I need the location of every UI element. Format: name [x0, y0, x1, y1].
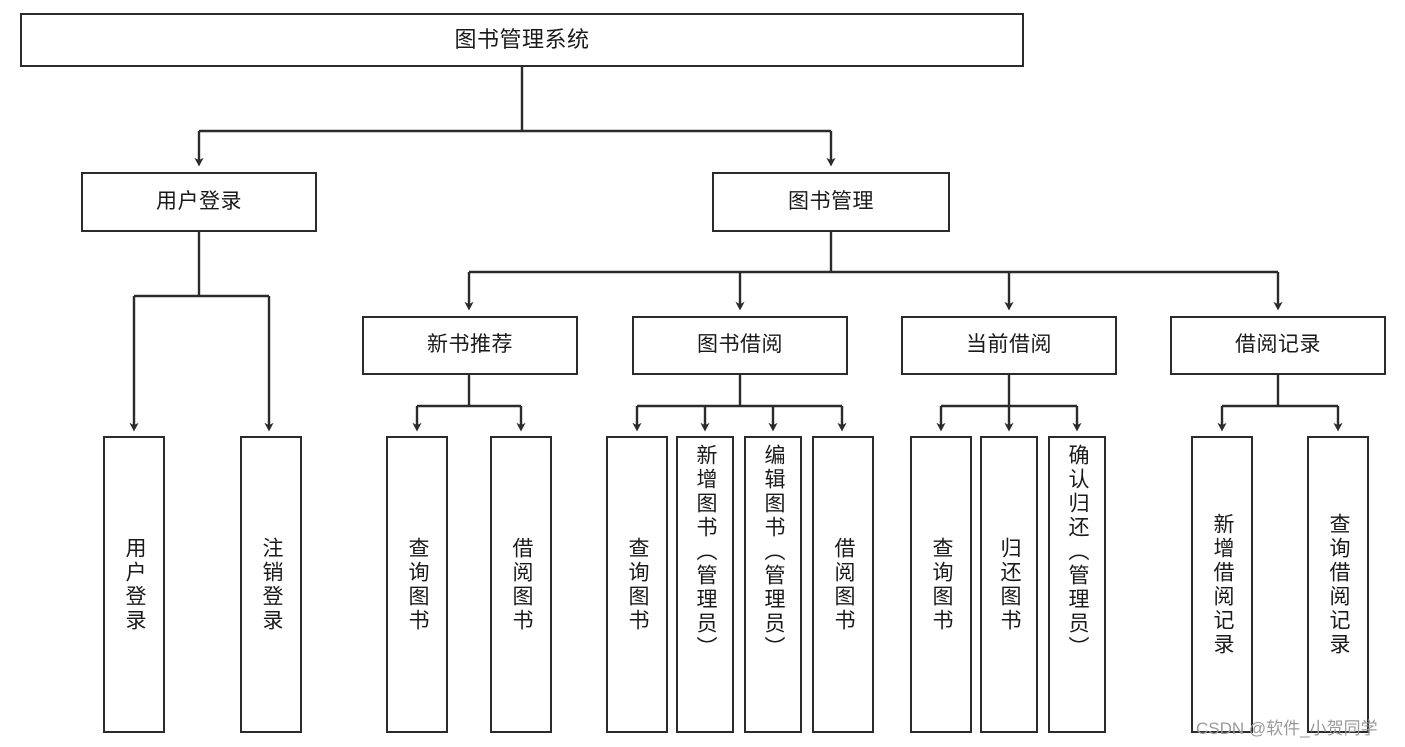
- node-label: 借阅记录: [1235, 333, 1321, 357]
- leaf-edit-book-admin[interactable]: 编辑图书（管理员）: [744, 436, 802, 733]
- node-label: 查询图书: [626, 536, 650, 633]
- node-label: 用户登录: [123, 536, 147, 633]
- leaf-query-book-borrow[interactable]: 查询图书: [606, 436, 668, 733]
- leaf-logout[interactable]: 注销登录: [240, 436, 302, 733]
- node-label: 新增图书（管理员）: [694, 444, 718, 660]
- node-label: 当前借阅: [966, 333, 1052, 357]
- leaf-confirm-return-admin[interactable]: 确认归还（管理员）: [1048, 436, 1106, 733]
- node-current-borrowing[interactable]: 当前借阅: [901, 316, 1117, 375]
- node-label: 图书借阅: [697, 333, 783, 357]
- leaf-add-book-admin[interactable]: 新增图书（管理员）: [676, 436, 734, 733]
- node-label: 借阅图书: [510, 536, 534, 633]
- node-book-management[interactable]: 图书管理: [712, 172, 950, 232]
- leaf-query-borrow-record[interactable]: 查询借阅记录: [1307, 436, 1369, 733]
- node-label: 编辑图书（管理员）: [762, 444, 786, 660]
- leaf-borrow-book-recommend[interactable]: 借阅图书: [490, 436, 552, 733]
- node-book-borrowing[interactable]: 图书借阅: [632, 316, 848, 375]
- node-borrowing-record[interactable]: 借阅记录: [1170, 316, 1386, 375]
- leaf-borrow-book[interactable]: 借阅图书: [812, 436, 874, 733]
- leaf-user-login[interactable]: 用户登录: [103, 436, 165, 733]
- node-label: 查询图书: [930, 536, 954, 633]
- leaf-add-borrow-record[interactable]: 新增借阅记录: [1191, 436, 1253, 733]
- node-label: 借阅图书: [832, 536, 856, 633]
- node-label: 新增借阅记录: [1211, 512, 1235, 657]
- node-label: 归还图书: [998, 536, 1022, 633]
- node-label: 用户登录: [156, 189, 242, 213]
- node-label: 新书推荐: [427, 333, 513, 357]
- node-label: 查询图书: [406, 536, 430, 633]
- node-new-book-recommendation[interactable]: 新书推荐: [362, 316, 578, 375]
- node-label: 图书管理: [788, 189, 874, 213]
- leaf-query-book-current[interactable]: 查询图书: [910, 436, 972, 733]
- node-book-management-system[interactable]: 图书管理系统: [20, 13, 1024, 67]
- node-label: 注销登录: [260, 536, 284, 633]
- leaf-query-book-recommend[interactable]: 查询图书: [386, 436, 448, 733]
- node-label: 查询借阅记录: [1327, 512, 1351, 657]
- node-label: 确认归还（管理员）: [1066, 444, 1090, 660]
- leaf-return-book[interactable]: 归还图书: [980, 436, 1038, 733]
- node-label: 图书管理系统: [454, 27, 590, 53]
- csdn-watermark: CSDN @软件_小贺同学: [1196, 719, 1378, 738]
- node-user-login[interactable]: 用户登录: [81, 172, 317, 232]
